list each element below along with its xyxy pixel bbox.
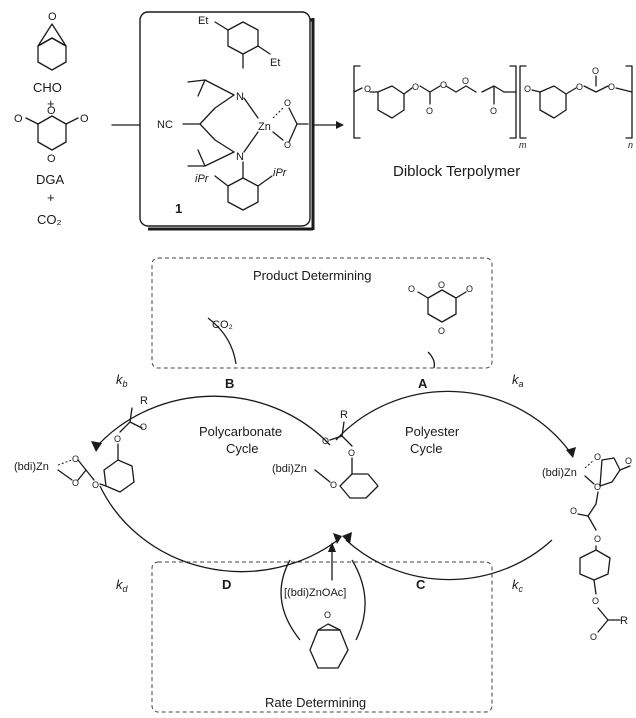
dga-label: DGA [36,172,65,187]
svg-text:O: O [348,448,355,458]
product-determining-box [151,257,493,369]
et-label-2: Et [270,57,280,69]
rate-determining-box [151,561,493,713]
svg-text:O: O [408,284,415,294]
polyester-arc-top [335,390,571,453]
acetate-o-top: O [284,98,291,108]
step-b: B [225,376,234,391]
rate-kd: kd [116,577,129,594]
svg-text:O: O [440,80,447,90]
step-d: D [222,577,231,592]
rate-kb: kb [116,372,128,389]
svg-text:O: O [412,82,419,92]
plus-sign-1: + [47,96,55,111]
polyester-title-2: Cycle [410,441,443,456]
svg-text:O: O [72,478,79,488]
svg-text:O: O [524,84,531,94]
bdizn-center: (bdi)Zn [272,463,307,475]
nc-label: NC [157,119,173,131]
r-left: R [140,395,148,407]
acetate-o-bottom: O [284,140,291,150]
svg-text:O: O [92,480,99,490]
svg-text:O: O [570,506,577,516]
polycarbonate-arc-top [97,395,331,446]
polycarbonate-title-2: Cycle [226,441,259,456]
ester-intermediate: (bdi)Zn O O O O O O O R [542,452,632,642]
cyclohexene-oxide-structure: O [37,11,67,71]
svg-text:O: O [490,106,497,116]
epoxide-feed-arc-right [351,559,366,641]
co2-label: CO₂ [37,212,62,227]
ipr-label-1: iPr [195,173,210,185]
svg-text:O: O [324,610,331,620]
svg-text:O: O [364,84,371,94]
ipr-label-2: iPr [273,167,288,179]
svg-text:O: O [608,82,615,92]
polymer-label: Diblock Terpolymer [393,163,520,180]
initiator-label: [(bdi)ZnOAc] [284,587,346,599]
ring-o-top: O [47,105,56,117]
dga-feed-structure: O O O O [408,280,473,336]
epoxide-feed-arc-left [280,559,301,641]
bdizn-left: (bdi)Zn [14,461,49,473]
co2-feed-arc [207,317,237,365]
svg-text:O: O [426,106,433,116]
bdizn-right: (bdi)Zn [542,467,577,479]
r-center: R [340,409,348,421]
svg-text:O: O [576,82,583,92]
svg-text:O: O [330,480,337,490]
catalyst-number: 1 [175,201,182,216]
svg-text:O: O [594,534,601,544]
carbonyl-o-right: O [80,113,89,125]
svg-text:O: O [438,326,445,336]
zn-label: Zn [258,121,271,133]
svg-text:O: O [72,454,79,464]
svg-text:O: O [438,280,445,290]
rate-determining-label: Rate Determining [265,695,366,710]
co2-feed-label: CO₂ [212,319,233,331]
polyester-title: Polyester [405,424,460,439]
carbonate-intermediate: (bdi)Zn O O O O O R [14,395,148,493]
n-label-top: N [236,91,244,103]
svg-text:O: O [592,66,599,76]
polyester-arc-bottom [345,539,553,581]
svg-text:O: O [466,284,473,294]
epoxide-o-label: O [48,11,57,23]
svg-text:O: O [140,422,147,432]
svg-text:O: O [592,596,599,606]
svg-text:O: O [594,482,601,492]
plus-sign-2: + [47,190,55,205]
diglycolic-anhydride-structure: O O O O [14,105,89,165]
polymer-n: n [628,140,633,150]
polycarbonate-title: Polycarbonate [199,424,282,439]
diblock-terpolymer-structure: O O O O O O m O O O O n [353,65,633,150]
polycarbonate-arc-bottom [99,485,339,573]
svg-text:O: O [462,76,469,86]
n-label-bottom: N [236,151,244,163]
svg-text:O: O [590,632,597,642]
svg-text:O: O [114,434,121,444]
rate-kc: kc [512,577,524,594]
catalyst-box: Et Et N N NC Zn O O iPr iPr 1 [139,11,315,231]
product-determining-label: Product Determining [253,268,372,283]
svg-text:O: O [625,456,632,466]
r-right: R [620,615,628,627]
ring-o-bottom: O [47,153,56,165]
polymer-m: m [519,140,527,150]
carbonyl-o-left: O [14,113,23,125]
rate-ka: ka [512,372,524,389]
svg-text:O: O [594,452,601,462]
epoxide-feed-structure: O [309,610,349,669]
step-c: C [416,577,426,592]
alkoxide-intermediate: (bdi)Zn O O O R [272,409,379,499]
step-a: A [418,376,428,391]
dga-feed-arc [427,351,436,369]
svg-text:O: O [322,436,329,446]
et-label-1: Et [198,15,208,27]
cho-label: CHO [33,80,62,95]
